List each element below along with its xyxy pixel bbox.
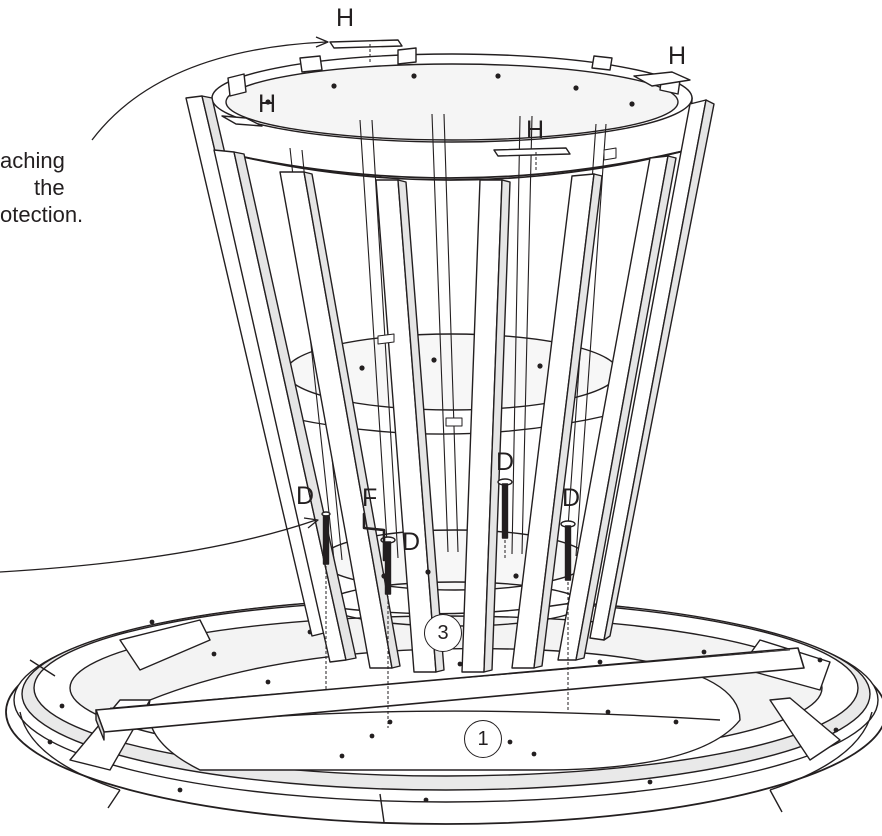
note-line-2: the	[34, 175, 65, 200]
callout-basket-3: 3	[424, 614, 462, 652]
note-line-3: otection.	[0, 202, 84, 227]
conical-basket	[185, 47, 715, 673]
callout-base-1: 1	[464, 720, 502, 758]
label-h-center: H	[526, 116, 545, 144]
label-d-left: D	[296, 482, 315, 510]
leader-arrows	[0, 36, 329, 573]
label-d-center: D	[496, 448, 515, 476]
round-base-plate	[5, 597, 882, 825]
part-h-brackets	[221, 39, 691, 172]
part-f-allen-key	[362, 512, 386, 562]
label-f: F	[362, 484, 378, 512]
note-line-1: aching	[0, 148, 65, 173]
label-h-left: H	[258, 90, 277, 118]
label-d-front: D	[402, 528, 421, 556]
label-d-right: D	[562, 484, 581, 512]
instruction-note: aching the otection.	[0, 147, 83, 228]
label-h-top: H	[336, 4, 355, 32]
label-h-right: H	[668, 42, 687, 70]
